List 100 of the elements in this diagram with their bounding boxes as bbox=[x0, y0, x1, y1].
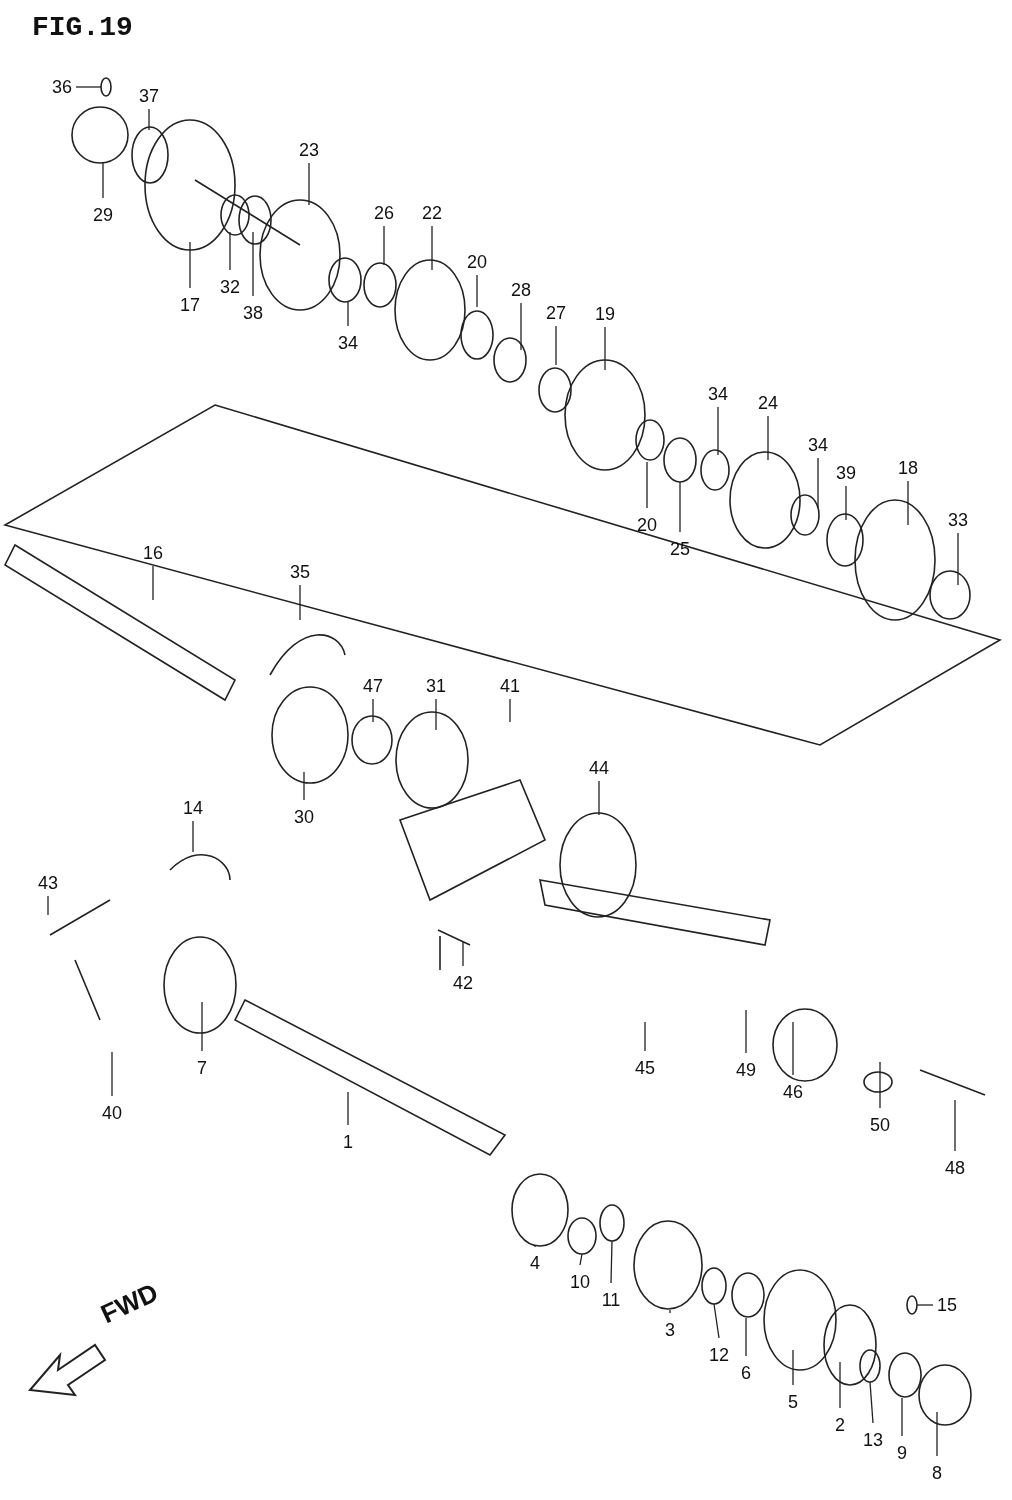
leader-line bbox=[372, 698, 374, 723]
leader-line bbox=[745, 1317, 747, 1357]
leader-line bbox=[75, 86, 102, 88]
leader-line bbox=[383, 225, 385, 266]
callout-number: 26 bbox=[374, 204, 394, 222]
leader-line bbox=[936, 1411, 938, 1457]
callout-number: 8 bbox=[932, 1464, 942, 1482]
leader-line bbox=[869, 1381, 874, 1424]
leader-line bbox=[845, 485, 847, 521]
leader-line bbox=[745, 1009, 747, 1054]
leader-line bbox=[252, 231, 254, 297]
leader-line bbox=[644, 1021, 646, 1052]
leader-line bbox=[534, 1245, 536, 1248]
leader-line bbox=[879, 1061, 881, 1109]
callout-number: 35 bbox=[290, 563, 310, 581]
callout-number: 5 bbox=[788, 1393, 798, 1411]
callout-number: 16 bbox=[143, 544, 163, 562]
leader-line bbox=[907, 480, 909, 526]
callout-number: 39 bbox=[836, 464, 856, 482]
callout-number: 11 bbox=[601, 1291, 621, 1309]
o-ring bbox=[599, 1204, 625, 1242]
o-ring bbox=[701, 1267, 727, 1305]
callout-number: 43 bbox=[38, 874, 58, 892]
callout-number: 42 bbox=[453, 974, 473, 992]
leader-line bbox=[47, 895, 49, 916]
leader-line bbox=[462, 941, 464, 967]
callout-number: 14 bbox=[183, 799, 203, 817]
leader-line bbox=[102, 161, 104, 199]
callout-number: 17 bbox=[180, 296, 200, 314]
leader-line bbox=[579, 1253, 583, 1266]
figure-title: FIG.19 bbox=[32, 12, 133, 43]
leader-line bbox=[817, 457, 819, 509]
callout-number: 45 bbox=[635, 1059, 655, 1077]
leader-line bbox=[192, 820, 194, 853]
leader-line bbox=[347, 1091, 349, 1126]
callout-number: 29 bbox=[93, 206, 113, 224]
o-ring bbox=[100, 77, 112, 97]
leader-line bbox=[509, 698, 511, 723]
o-ring bbox=[567, 1217, 597, 1255]
leader-line bbox=[792, 1021, 794, 1076]
callout-number: 3 bbox=[665, 1321, 675, 1339]
callout-number: 25 bbox=[670, 540, 690, 558]
leader-line bbox=[792, 1349, 794, 1386]
leader-line bbox=[604, 326, 606, 371]
leader-line bbox=[610, 1240, 613, 1284]
leader-line bbox=[679, 481, 681, 533]
callout-number: 7 bbox=[197, 1059, 207, 1077]
callout-number: 40 bbox=[102, 1104, 122, 1122]
o-ring bbox=[906, 1295, 918, 1315]
o-ring bbox=[859, 1349, 881, 1383]
callout-number: 20 bbox=[467, 253, 487, 271]
leader-line bbox=[476, 274, 478, 308]
callout-number: 2 bbox=[835, 1416, 845, 1434]
callout-number: 13 bbox=[863, 1431, 883, 1449]
callout-number: 41 bbox=[500, 677, 520, 695]
leader-line bbox=[435, 698, 437, 731]
leader-line bbox=[954, 1099, 956, 1152]
leader-line bbox=[555, 325, 557, 366]
leader-line bbox=[646, 461, 648, 509]
leader-line bbox=[767, 415, 769, 461]
callout-number: 19 bbox=[595, 305, 615, 323]
leader-line bbox=[916, 1304, 934, 1306]
leader-line bbox=[598, 780, 600, 816]
callout-number: 32 bbox=[220, 278, 240, 296]
leader-line bbox=[303, 771, 305, 801]
direction-label: FWD bbox=[96, 1276, 163, 1331]
callout-number: 6 bbox=[741, 1364, 751, 1382]
leader-line bbox=[229, 231, 231, 271]
leader-line bbox=[148, 108, 150, 131]
callout-number: 27 bbox=[546, 304, 566, 322]
leader-line bbox=[717, 406, 719, 456]
callout-number: 36 bbox=[52, 78, 72, 96]
leader-line bbox=[669, 1309, 671, 1314]
callout-number: 22 bbox=[422, 204, 442, 222]
callout-number: 23 bbox=[299, 141, 319, 159]
callout-number: 24 bbox=[758, 394, 778, 412]
callout-number: 20 bbox=[637, 516, 657, 534]
leader-line bbox=[713, 1303, 720, 1339]
callout-number: 30 bbox=[294, 808, 314, 826]
callout-number: 34 bbox=[808, 436, 828, 454]
leader-line bbox=[347, 301, 349, 327]
callout-number: 4 bbox=[530, 1254, 540, 1272]
callout-number: 37 bbox=[139, 87, 159, 105]
leader-line bbox=[189, 241, 191, 289]
callout-number: 50 bbox=[870, 1116, 890, 1134]
callout-number: 34 bbox=[708, 385, 728, 403]
callout-number: 46 bbox=[783, 1083, 803, 1101]
callout-number: 34 bbox=[338, 334, 358, 352]
callout-number: 49 bbox=[736, 1061, 756, 1079]
callout-number: 48 bbox=[945, 1159, 965, 1177]
callout-number: 9 bbox=[897, 1444, 907, 1462]
callout-number: 28 bbox=[511, 281, 531, 299]
callout-number: 31 bbox=[426, 677, 446, 695]
leader-line bbox=[299, 584, 301, 621]
leader-line bbox=[901, 1397, 903, 1437]
callout-number: 33 bbox=[948, 511, 968, 529]
leader-line bbox=[839, 1361, 841, 1409]
leader-line bbox=[111, 1051, 113, 1097]
callout-number: 44 bbox=[589, 759, 609, 777]
callout-number: 1 bbox=[343, 1133, 353, 1151]
